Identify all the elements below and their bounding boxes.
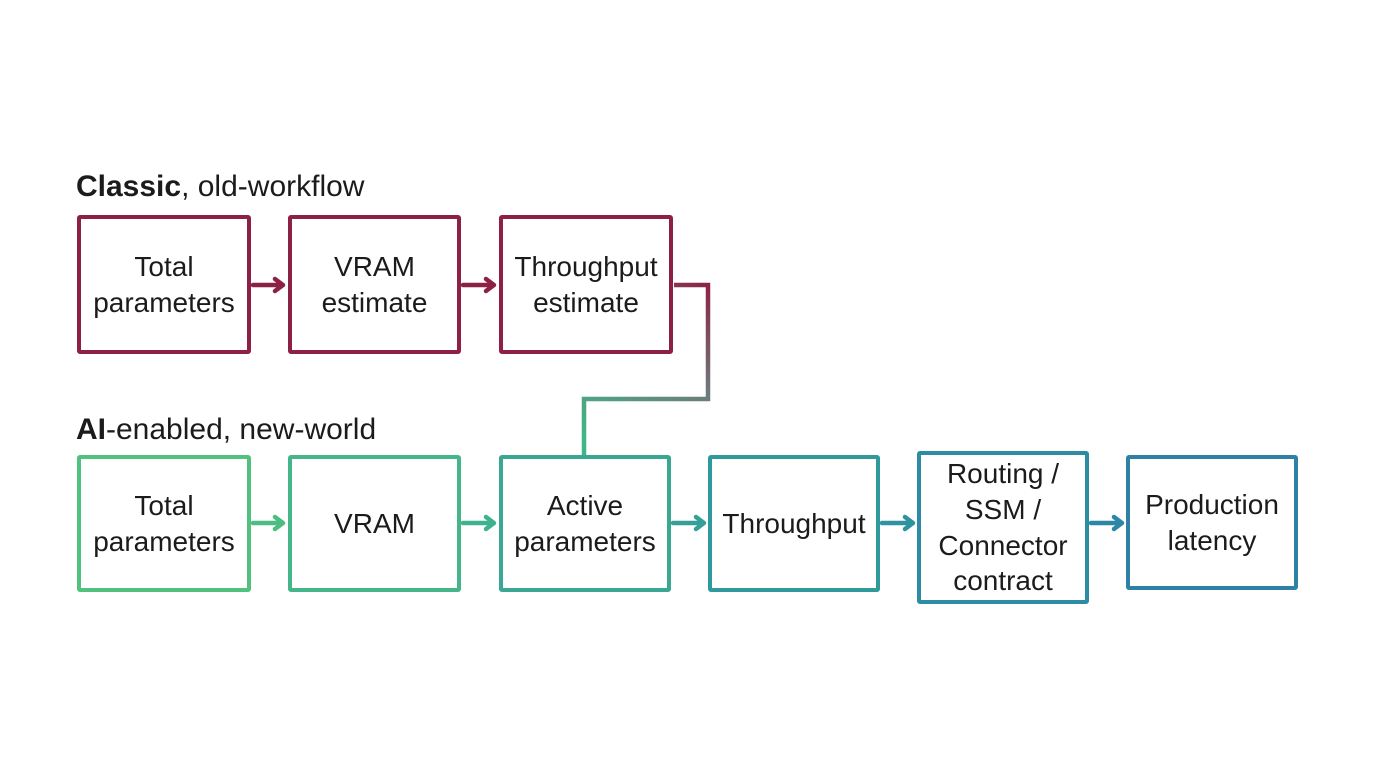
box-label: Throughput <box>722 507 866 539</box>
arrow-ai-active-to-throughput <box>670 514 707 532</box>
arrow-classic-vram-to-throughput <box>460 276 497 294</box>
box-classic-total-parameters: Total parameters <box>77 215 251 354</box>
box-label: VRAM <box>334 507 415 539</box>
arrow-ai-vram-to-active <box>460 514 497 532</box>
box-label: Throughput estimate <box>514 250 658 318</box>
box-ai-vram: VRAM <box>288 455 461 592</box>
box-ai-total-parameters: Total parameters <box>77 455 251 592</box>
cross-row-connector <box>581 282 711 456</box>
arrow-ai-total-to-vram <box>250 514 286 532</box>
box-label: VRAM estimate <box>321 250 428 318</box>
arrow-ai-routing-to-latency <box>1088 514 1125 532</box>
box-ai-production-latency: Production latency <box>1126 455 1298 590</box>
box-ai-routing-ssm-connector-contract: Routing / SSM / Connector contract <box>917 451 1089 604</box>
ai-row-title-rest: -enabled, new-world <box>106 413 377 446</box>
box-label: Routing / SSM / Connector contract <box>938 457 1068 597</box>
classic-row-title-bold: Classic <box>76 170 182 203</box>
box-ai-throughput: Throughput <box>708 455 880 592</box>
box-label: Total parameters <box>93 250 235 318</box>
arrow-ai-throughput-to-routing <box>879 514 916 532</box>
box-ai-active-parameters: Active parameters <box>499 455 671 592</box>
box-label: Production latency <box>1145 488 1279 556</box>
classic-row-title: Classic, old-workflow <box>76 170 364 203</box>
box-label: Active parameters <box>514 489 656 557</box>
box-classic-throughput-estimate: Throughput estimate <box>499 215 673 354</box>
ai-row-title-bold: AI <box>76 413 106 446</box>
classic-row-title-rest: , old-workflow <box>181 170 365 203</box>
box-label: Total parameters <box>93 489 235 557</box>
ai-row-title: AI-enabled, new-world <box>76 413 376 446</box>
box-classic-vram-estimate: VRAM estimate <box>288 215 461 354</box>
arrow-classic-total-to-vram <box>250 276 286 294</box>
